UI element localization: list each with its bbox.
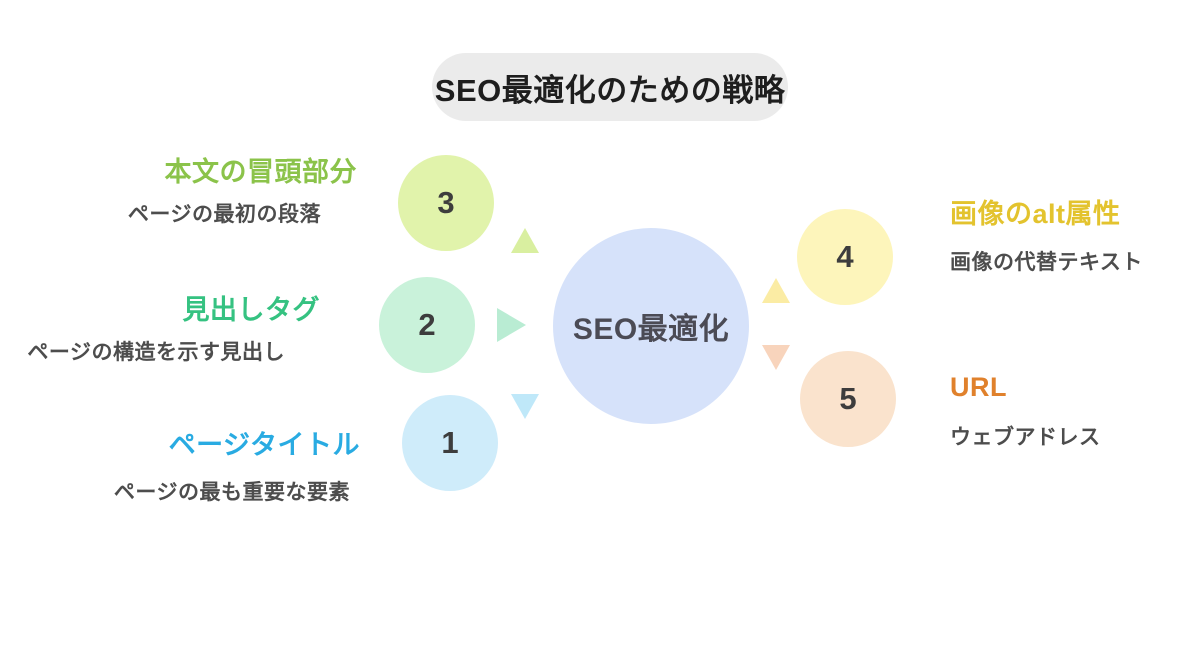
arrow-up-icon-3 [511,228,539,253]
center-node-label: SEO最適化 [572,313,730,346]
node-circle-2: 2 [379,277,475,373]
node-number-5: 5 [839,381,857,416]
item-3-subtitle: ページの最初の段落 [127,203,321,226]
node-circle-4: 4 [797,209,893,305]
item-5-heading: URL [950,372,1007,402]
node-circle-5: 5 [800,351,896,447]
diagram-title-pill: SEO最適化のための戦略 [432,53,788,121]
diagram-title: SEO最適化のための戦略 [434,72,786,108]
node-number-4: 4 [836,239,854,274]
arrow-down-icon-5 [762,345,790,370]
node-number-1: 1 [441,425,459,460]
item-4-subtitle: 画像の代替テキスト [950,251,1143,274]
item-1-subtitle: ページの最も重要な要素 [113,481,350,504]
node-circle-1: 1 [402,395,498,491]
item-5-subtitle: ウェブアドレス [950,426,1101,449]
arrow-up-icon-4 [762,278,790,303]
node-number-2: 2 [418,307,436,342]
center-node: SEO最適化 [553,228,749,424]
item-4-heading: 画像のalt属性 [950,199,1121,229]
item-3-heading: 本文の冒頭部分 [164,157,357,187]
node-number-3: 3 [437,185,455,220]
item-2-heading: 見出しタグ [182,295,320,325]
node-circle-3: 3 [398,155,494,251]
arrow-down-icon-1 [511,394,539,419]
arrow-right-icon-2 [497,308,526,342]
item-2-subtitle: ページの構造を示す見出し [27,341,285,364]
item-1-heading: ページタイトル [168,430,360,460]
